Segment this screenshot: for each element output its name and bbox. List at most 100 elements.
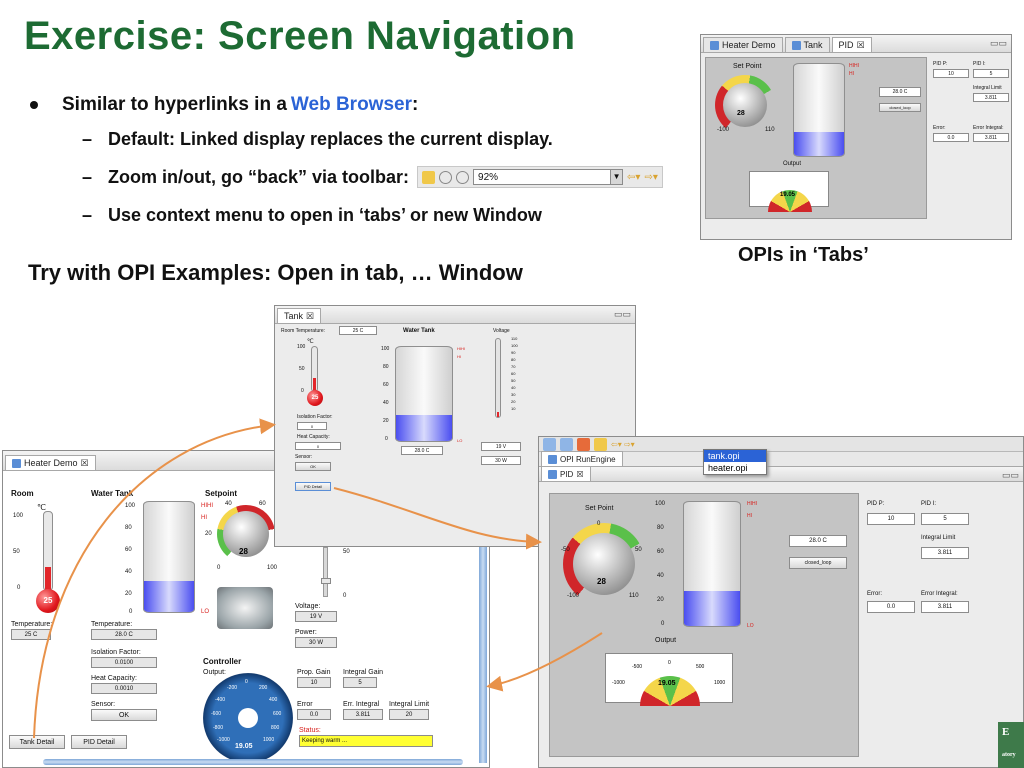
menu-item-tank-opi[interactable]: tank.opi xyxy=(704,450,766,462)
sub-bullet-3-text: Use context menu to open in ‘tabs’ or ne… xyxy=(108,204,542,225)
lo-label: LO xyxy=(457,438,463,443)
error-field: 0.0 xyxy=(867,601,915,613)
pid-detail-button[interactable]: PID Detail xyxy=(295,482,331,491)
window-controls-icon[interactable]: ▭▭ xyxy=(1001,470,1019,480)
tank-gauge xyxy=(683,501,741,627)
setpoint-knob[interactable]: 28 xyxy=(217,505,275,563)
integral-limit-field[interactable]: 3.811 xyxy=(921,547,969,559)
save-icon[interactable] xyxy=(560,437,573,451)
opi-icon xyxy=(791,40,801,50)
celsius-label: ℃ xyxy=(307,339,314,345)
error-integral-label: Error Integral: xyxy=(973,125,1004,131)
output-meter: 19.05 xyxy=(749,171,829,212)
gauge-value: 28 xyxy=(737,110,745,117)
setpoint-gauge[interactable]: 28 xyxy=(715,75,775,135)
gauge-tick: 0 xyxy=(597,521,601,527)
tank-tick: 0 xyxy=(129,609,133,615)
tab-heater-demo[interactable]: Heater Demo xyxy=(703,37,783,52)
sub-bullet-3: –Use context menu to open in ‘tabs’ or n… xyxy=(82,196,690,234)
back-arrow-icon[interactable]: ⇦▾ xyxy=(627,171,641,183)
hi-label: HI xyxy=(201,515,207,521)
pid-detail-button[interactable]: PID Detail xyxy=(71,735,127,749)
isolation-field[interactable]: 0.0100 xyxy=(91,657,157,668)
room-temp-label: Room Temperature: xyxy=(281,328,326,334)
volt-field: 19 V xyxy=(481,442,521,451)
output-label: Output: xyxy=(203,669,226,676)
integral-gain-field[interactable]: 5 xyxy=(343,677,377,688)
power-field: 30 W xyxy=(295,637,337,648)
pid-i-field[interactable]: 5 xyxy=(973,69,1009,78)
err-integral-label: Err. Integral xyxy=(343,701,380,708)
tab-tank[interactable]: Tank☒ xyxy=(277,308,322,323)
close-icon[interactable]: ☒ xyxy=(80,457,89,468)
thermo-tick: 100 xyxy=(13,513,24,519)
vertical-scrollbar[interactable] xyxy=(479,473,487,763)
pid-p-field[interactable]: 10 xyxy=(933,69,969,78)
prop-gain-field[interactable]: 10 xyxy=(297,677,331,688)
thermo-tick: 100 xyxy=(297,344,306,350)
lo-label: LO xyxy=(747,623,754,629)
slide-title: Exercise: Screen Navigation xyxy=(24,14,576,58)
error-label: Error: xyxy=(933,125,946,131)
watt-field: 30 W xyxy=(481,456,521,465)
tank-detail-button[interactable]: Tank Detail xyxy=(9,735,65,749)
tab-opi-runengine[interactable]: OPI RunEngine xyxy=(541,451,623,466)
zoom-combo[interactable]: 92%▼ xyxy=(473,169,624,185)
tank-tick: 80 xyxy=(383,364,389,370)
thermometer-bulb: 25 xyxy=(36,589,60,613)
run-icon[interactable] xyxy=(577,437,590,451)
close-icon[interactable]: ☒ xyxy=(306,310,315,321)
window-controls-icon[interactable]: ▭▭ xyxy=(989,38,1007,48)
integral-limit-field[interactable]: 3.811 xyxy=(973,93,1009,102)
room-temp-field[interactable]: 25 C xyxy=(339,326,377,335)
tab-pid[interactable]: PID☒ xyxy=(831,37,872,52)
water-tank-label: Water Tank xyxy=(91,489,134,498)
tank-tick: 20 xyxy=(657,597,664,603)
close-icon[interactable]: ☒ xyxy=(576,469,584,479)
tank-tick: 20 xyxy=(383,418,389,424)
tab-heater-demo[interactable]: Heater Demo☒ xyxy=(5,455,96,470)
menu-item-heater-opi[interactable]: heater.opi xyxy=(708,463,748,473)
sp-tick: 100 xyxy=(267,565,278,571)
voltage-slider[interactable] xyxy=(321,547,331,597)
chevron-down-icon[interactable]: ▼ xyxy=(610,170,623,184)
forward-arrow-icon[interactable]: ⇨▾ xyxy=(644,171,658,183)
pid-i-field[interactable]: 5 xyxy=(921,513,969,525)
close-icon[interactable]: ☒ xyxy=(856,39,865,50)
thermo-tick: 50 xyxy=(13,549,20,555)
gauge-tick: 110 xyxy=(629,593,639,599)
voltage-gauge xyxy=(495,338,501,418)
integral-limit-label: Integral Limit xyxy=(389,701,430,708)
zoom-out-icon[interactable] xyxy=(456,170,470,184)
folder-icon[interactable] xyxy=(594,437,607,451)
water-tank-gauge xyxy=(143,501,195,613)
window-controls-icon[interactable]: ▭▭ xyxy=(613,309,631,319)
error-field: 0.0 xyxy=(933,133,969,142)
tank-tick: 20 xyxy=(125,591,132,597)
closed-loop-button[interactable]: closed_loop xyxy=(789,557,847,569)
closed-loop-button[interactable]: closed_loop xyxy=(879,103,921,112)
tab-pid[interactable]: PID☒ xyxy=(541,466,591,481)
tank-tick: 40 xyxy=(125,569,132,575)
setpoint-gauge[interactable]: 28 xyxy=(563,523,645,605)
nav-arrow-icon[interactable]: ⇦▾ ⇨▾ xyxy=(611,439,635,449)
integral-limit-field[interactable]: 20 xyxy=(389,709,429,720)
sensor-button[interactable]: OK xyxy=(91,709,157,721)
dial-tick: 600 xyxy=(273,711,282,717)
water-tank-gauge xyxy=(395,346,453,442)
new-icon[interactable] xyxy=(543,437,556,451)
isolation-field[interactable]: 0 xyxy=(297,422,327,430)
back-folder-icon[interactable] xyxy=(422,170,436,184)
sensor-button[interactable]: OK xyxy=(295,462,331,471)
sub-bullet-1-text: Default: Linked display replaces the cur… xyxy=(108,128,553,149)
heat-capacity-field[interactable]: 0.0010 xyxy=(91,683,157,694)
zoom-in-icon[interactable] xyxy=(439,170,453,184)
pid-p-field[interactable]: 10 xyxy=(867,513,915,525)
volt-tick: 30 xyxy=(511,392,516,397)
hihi-label: HIHI xyxy=(457,346,465,351)
meter-value: 19.05 xyxy=(780,192,796,198)
horizontal-scrollbar[interactable] xyxy=(43,759,463,765)
heat-capacity-field[interactable]: 0 xyxy=(295,442,341,450)
tab-tank[interactable]: Tank xyxy=(784,37,830,52)
dial-tick: 400 xyxy=(269,697,278,703)
